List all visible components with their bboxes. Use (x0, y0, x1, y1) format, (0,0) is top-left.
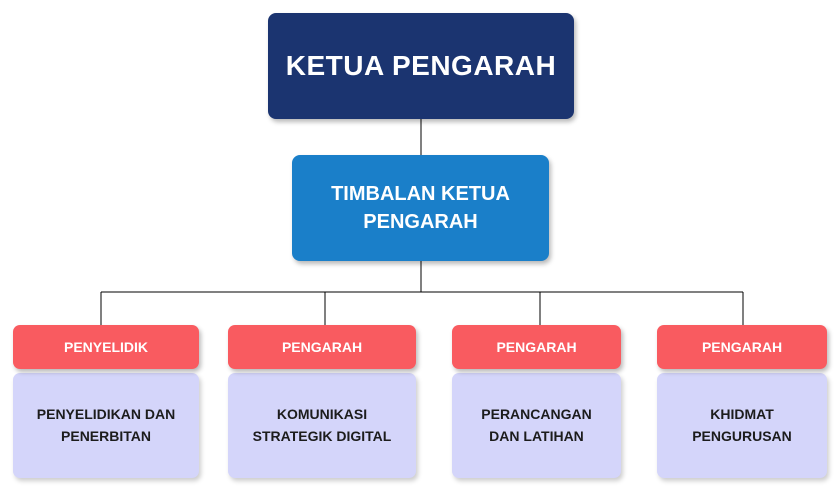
department-role-label: PENGARAH (701, 339, 783, 355)
department-penyelidikan-penerbitan: PENYELIDIK PENYELIDIKAN DAN PENERBITAN (13, 325, 199, 478)
department-unit-box: PENYELIDIKAN DAN PENERBITAN (13, 373, 199, 478)
ketua-pengarah-label: KETUA PENGARAH (285, 50, 557, 81)
department-role-header: PENGARAH (452, 325, 621, 369)
department-unit-label: PERANCANGAN DAN LATIHAN (481, 405, 592, 444)
department-unit-label: KOMUNIKASI STRATEGIK DIGITAL (252, 405, 392, 444)
department-unit-box: KHIDMAT PENGURUSAN (657, 373, 827, 478)
department-unit-box: KOMUNIKASI STRATEGIK DIGITAL (228, 373, 416, 478)
department-role-label: PENGARAH (496, 339, 577, 355)
department-unit-box: PERANCANGAN DAN LATIHAN (452, 373, 621, 478)
department-role-header: PENYELIDIK (13, 325, 199, 369)
department-komunikasi-strategik-digital: PENGARAH KOMUNIKASI STRATEGIK DIGITAL (228, 325, 416, 478)
ketua-pengarah-box: KETUA PENGARAH (268, 13, 574, 119)
department-role-header: PENGARAH (657, 325, 827, 369)
department-role-label: PENGARAH (281, 339, 363, 355)
department-role-header: PENGARAH (228, 325, 416, 369)
department-role-label: PENYELIDIK (63, 339, 148, 355)
department-khidmat-pengurusan: PENGARAH KHIDMAT PENGURUSAN (657, 325, 827, 478)
department-unit-label: PENYELIDIKAN DAN PENERBITAN (36, 405, 176, 444)
timbalan-ketua-pengarah-label: TIMBALAN KETUA PENGARAH (331, 183, 510, 233)
department-perancangan-latihan: PENGARAH PERANCANGAN DAN LATIHAN (452, 325, 621, 478)
department-unit-label: KHIDMAT PENGURUSAN (692, 405, 792, 444)
timbalan-ketua-pengarah-box: TIMBALAN KETUA PENGARAH (292, 155, 549, 261)
